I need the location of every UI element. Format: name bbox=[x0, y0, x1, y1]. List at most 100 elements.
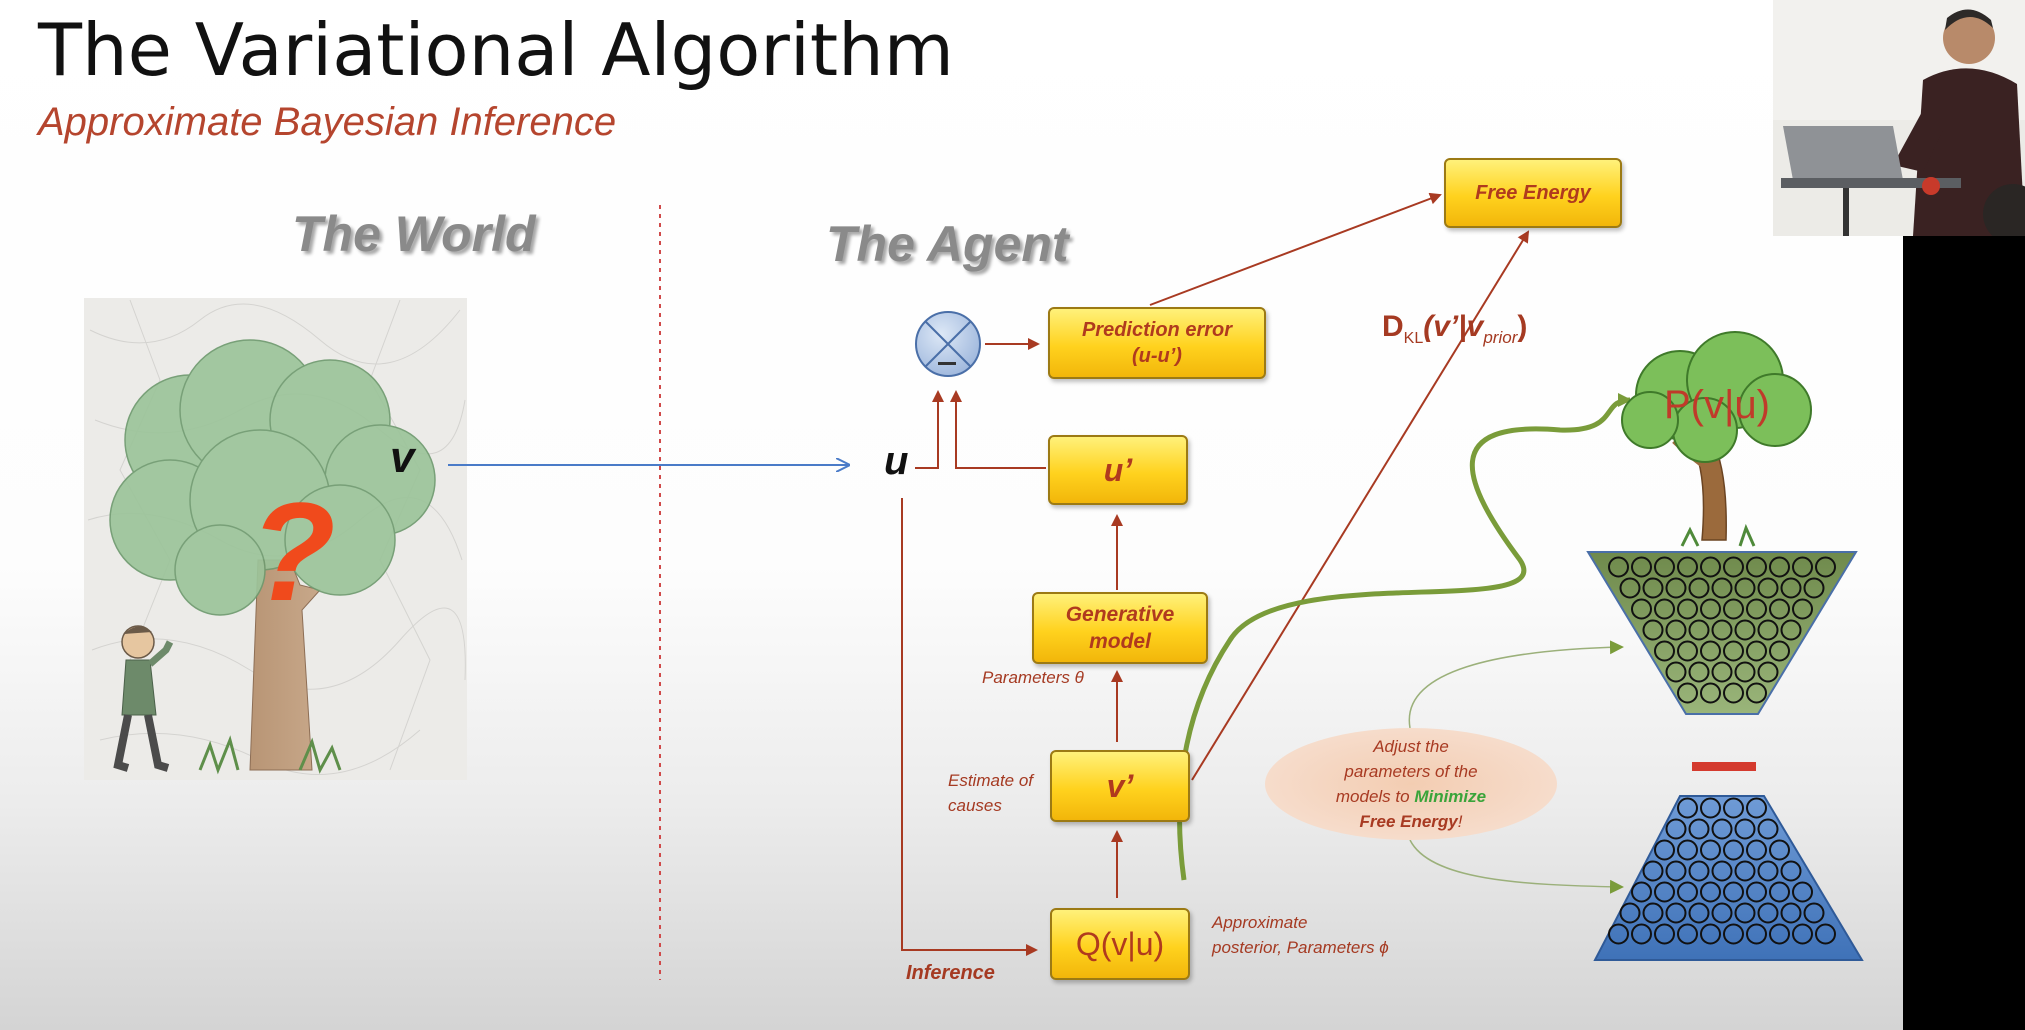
network-node bbox=[1711, 818, 1733, 840]
model-tree-label: P(v|u) bbox=[1664, 383, 1770, 427]
network-node bbox=[1723, 797, 1744, 819]
network-icon bbox=[1593, 795, 1864, 961]
network-node bbox=[1631, 556, 1652, 578]
comparator-icon bbox=[915, 311, 981, 377]
network-node bbox=[1723, 556, 1744, 578]
network-node bbox=[1734, 860, 1756, 882]
presenter-video bbox=[1773, 0, 2025, 236]
world-heading: The World bbox=[292, 206, 536, 262]
parameters-theta-label: Parameters θ bbox=[982, 668, 1084, 687]
network-node bbox=[1723, 839, 1744, 861]
network-node bbox=[1757, 619, 1779, 641]
network-node bbox=[1769, 556, 1790, 578]
v-prime-box: v’ bbox=[1050, 750, 1190, 822]
estimate-of-causes-label: Estimate of causes bbox=[948, 771, 1034, 815]
network-node bbox=[1665, 818, 1687, 840]
kl-divergence-label: DKL(v’|vprior) bbox=[1382, 310, 1528, 347]
presenter-webcam bbox=[1773, 0, 2025, 236]
network-node bbox=[1665, 619, 1687, 641]
network-node bbox=[1769, 640, 1790, 662]
network-node bbox=[1619, 577, 1641, 599]
network-node bbox=[1780, 860, 1802, 882]
network-node bbox=[1665, 902, 1687, 924]
network-node bbox=[1654, 598, 1675, 620]
network-node bbox=[1734, 902, 1756, 924]
network-node bbox=[1723, 881, 1744, 903]
network-node bbox=[1677, 839, 1698, 861]
network-node bbox=[1746, 640, 1767, 662]
network-node bbox=[1677, 797, 1698, 819]
agent-input-u: u bbox=[884, 439, 908, 483]
network-node bbox=[1631, 598, 1652, 620]
network-node bbox=[1700, 839, 1721, 861]
network-node bbox=[1677, 640, 1698, 662]
network-node bbox=[1757, 902, 1779, 924]
network-node bbox=[1769, 881, 1790, 903]
network-node bbox=[1723, 923, 1744, 945]
person-illustration bbox=[113, 625, 174, 772]
network-icon bbox=[1586, 551, 1858, 715]
network-node bbox=[1780, 619, 1802, 641]
network-node bbox=[1665, 860, 1687, 882]
network-node bbox=[1688, 860, 1710, 882]
u-prime-box: u’ bbox=[1048, 435, 1188, 505]
network-node bbox=[1700, 881, 1721, 903]
network-node bbox=[1677, 598, 1698, 620]
network-node bbox=[1665, 661, 1687, 683]
network-node bbox=[1677, 682, 1698, 704]
network-node bbox=[1677, 923, 1698, 945]
network-node bbox=[1619, 902, 1641, 924]
network-node bbox=[1734, 661, 1756, 683]
inference-label: Inference bbox=[906, 962, 995, 984]
network-node bbox=[1688, 661, 1710, 683]
network-node bbox=[1677, 881, 1698, 903]
network-node bbox=[1665, 577, 1687, 599]
network-node bbox=[1688, 902, 1710, 924]
network-node bbox=[1734, 619, 1756, 641]
network-node bbox=[1746, 797, 1767, 819]
network-node bbox=[1757, 661, 1779, 683]
network-node bbox=[1642, 577, 1664, 599]
network-node bbox=[1711, 860, 1733, 882]
network-node bbox=[1746, 881, 1767, 903]
network-node bbox=[1757, 577, 1779, 599]
slide-subtitle: Approximate Bayesian Inference bbox=[38, 100, 617, 144]
network-node bbox=[1723, 640, 1744, 662]
generative-model-box: Generative model bbox=[1032, 592, 1208, 664]
network-node bbox=[1792, 923, 1813, 945]
question-mark: ? bbox=[250, 473, 336, 630]
network-node bbox=[1711, 619, 1733, 641]
network-node bbox=[1780, 577, 1802, 599]
network-node bbox=[1803, 577, 1825, 599]
network-node bbox=[1757, 860, 1779, 882]
network-node bbox=[1654, 923, 1675, 945]
network-node bbox=[1677, 556, 1698, 578]
network-node bbox=[1769, 598, 1790, 620]
network-node bbox=[1734, 818, 1756, 840]
prediction-error-label: Prediction error bbox=[1081, 319, 1233, 341]
network-node bbox=[1723, 598, 1744, 620]
network-node bbox=[1769, 839, 1790, 861]
network-node bbox=[1688, 577, 1710, 599]
u-prime-label: u’ bbox=[1103, 451, 1133, 488]
tree-illustration: ? bbox=[84, 298, 467, 780]
network-node bbox=[1700, 640, 1721, 662]
network-node bbox=[1654, 556, 1675, 578]
network-node bbox=[1654, 640, 1675, 662]
network-node bbox=[1654, 839, 1675, 861]
network-node bbox=[1642, 902, 1664, 924]
network-node bbox=[1700, 682, 1721, 704]
network-node bbox=[1631, 881, 1652, 903]
slide: The Variational Algorithm Approximate Ba… bbox=[0, 0, 1903, 1030]
network-node bbox=[1642, 860, 1664, 882]
network-node bbox=[1815, 923, 1836, 945]
generative-model-label-2: model bbox=[1089, 630, 1151, 653]
network-node bbox=[1746, 923, 1767, 945]
approx-posterior-label: Q(v|u) bbox=[1075, 925, 1165, 962]
generative-model-label-1: Generative bbox=[1065, 603, 1175, 626]
network-node bbox=[1608, 923, 1629, 945]
approx-posterior-box: Q(v|u) bbox=[1050, 908, 1190, 980]
network-node bbox=[1688, 619, 1710, 641]
network-node bbox=[1792, 881, 1813, 903]
minus-bar bbox=[1692, 762, 1756, 771]
